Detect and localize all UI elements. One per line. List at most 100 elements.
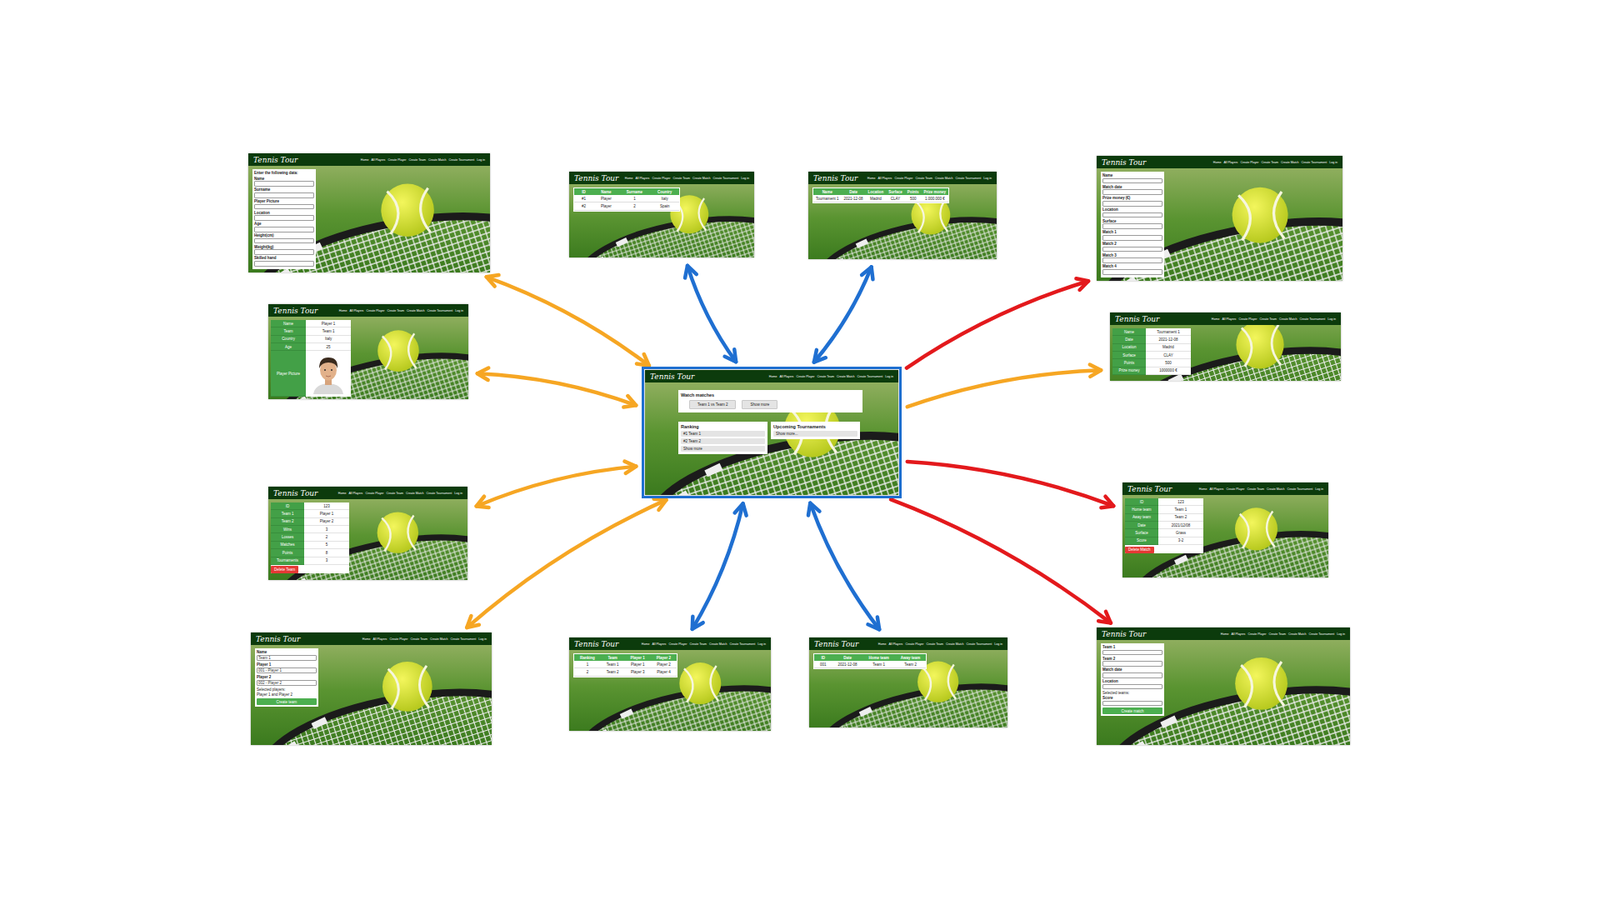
tournament-panel: Upcoming TournamentsShow more... [770,421,860,440]
nav-link: Create Player [1240,160,1259,165]
nav-link: Home [339,309,348,313]
detail-value: Team 2 [1158,513,1204,521]
detail-label: Points [1112,359,1146,367]
nav-link: All Players [370,158,385,162]
nav-link: Create Player [905,642,924,646]
table-cell: Player 1 [625,660,651,669]
site-title: Tennis Tour [1101,630,1146,639]
page-screenshot: Tennis Tour HomeAll PlayersCreate PlayerC… [569,637,771,731]
table-cell: 500 [905,195,922,203]
site-header: Tennis TourHomeAll PlayersCreate PlayerC… [248,153,490,166]
nav-menu: HomeAll PlayersCreate PlayerCreate TeamC… [641,642,766,646]
detail-value: 5 [304,540,350,549]
detail-value: 123 [1158,498,1204,506]
connector-line [907,370,1101,407]
connector-line [810,503,880,630]
arrow-head [1100,496,1114,508]
site-title: Tennis Tour [1101,158,1146,167]
table-row: IDDateHome teamAway team [814,654,926,661]
table-cell: Italy [650,195,680,203]
detail-table: ID123Home teamTeam 1Away teamTeam 2Date2… [1125,498,1204,545]
table-cell: Madrid [865,195,887,203]
site-header: Tennis TourHomeAll PlayersCreate PlayerC… [809,637,1008,650]
nav-link: Create Tournament [1301,160,1328,165]
detail-row: Team 1Player 1 [270,510,350,518]
table-cell: Spain [650,202,680,210]
table-header-cell: ID [574,188,594,195]
nav-link: Log in [885,375,894,379]
table-cell: Team 1 [863,660,895,669]
page-screenshot: Tennis TourHomeAll PlayersCreate PlayerC… [268,486,468,580]
input-field [254,238,315,245]
more-button: Show more [741,400,778,410]
detail-label: Surface [1112,351,1146,360]
arrow-head [654,499,667,510]
nav-menu: HomeAll PlayersCreate PlayerCreate TeamC… [339,309,464,313]
nav-link: Create Tournament [1300,317,1326,321]
nav-link: Create Tournament [427,309,454,313]
nav-link: Create Team [1259,317,1277,321]
table-row: #1Player1Italy [574,195,680,203]
detail-label: Team [270,327,306,335]
input-field [1102,257,1163,264]
input-field [1102,672,1163,679]
detail-panel: ID123Team 1Player 1Team 2Player 2Wins3Lo… [270,502,350,574]
arrow-head [466,615,480,628]
detail-row: SurfaceCLAY [1112,351,1191,360]
input-value: Team 1 [256,655,317,662]
form-label: Match 1 [1102,230,1163,235]
table-cell: #2 [574,202,594,210]
connector-arrow [808,503,880,630]
table-cell: Team 2 [895,660,926,669]
input-field [1102,684,1163,690]
input-field [1102,235,1163,241]
detail-row: TeamTeam 1 [270,327,351,335]
detail-value: Italy [305,335,351,343]
input-field [1102,246,1163,253]
form-heading: Enter the following data: [254,170,315,175]
nav-link: Log in [1329,160,1338,165]
detail-row: Losses2 [270,533,350,541]
site-title: Tennis Tour [273,489,318,498]
site-title: Tennis Tour [650,372,695,381]
connector-arrow [486,275,650,366]
connector-arrow [685,265,736,362]
connector-line [466,500,666,628]
site-title: Tennis Tour [574,640,619,649]
detail-row: Away teamTeam 2 [1125,513,1204,521]
nav-link: Log in [1336,632,1345,636]
nav-link: All Players [348,491,363,495]
nav-link: All Players [1223,160,1238,165]
nav-link: Create Player [365,309,385,313]
submit-button: Create team [256,698,317,705]
site-title: Tennis Tour [255,635,300,644]
connector-arrow [906,278,1089,368]
detail-row: Points500 [1112,359,1191,367]
nav-link: Home [338,491,347,495]
nav-menu: HomeAll PlayersCreate PlayerCreate TeamC… [360,158,485,162]
connector-line [814,266,872,362]
more-link: Show more [680,445,765,453]
form-label: Surname [254,187,315,192]
detail-row: Wins3 [270,525,350,534]
form-label: Location [254,210,315,215]
arrow-head [725,349,737,362]
nav-link: Create Tournament [966,642,993,646]
panel-heading: Ranking [680,424,765,430]
page-screenshot: Tennis TourHomeAll PlayersCreate PlayerC… [248,153,490,273]
connector-line [486,276,650,365]
nav-link: Create Match [428,158,447,162]
panel-heading: Upcoming Tournaments [773,424,858,430]
table-header-cell: ID [814,654,833,661]
nav-link: All Players [1230,632,1245,636]
site-header: Tennis Tour HomeAll PlayersCreate PlayerC… [569,637,771,650]
detail-row: SurfaceGrass [1125,529,1204,537]
table-row: IDNameSurnameCountry [574,188,680,195]
table-header-cell: Date [841,188,866,195]
nav-link: Create Tournament [713,176,740,180]
nav-link: Log in [1327,317,1336,321]
nav-link: All Players [349,309,364,313]
form-panel: Team 1Team 2Match dateLocationSelected t… [1100,643,1165,716]
nav-link: Create Tournament [1309,632,1335,636]
nav-link: Create Match [1266,487,1285,491]
